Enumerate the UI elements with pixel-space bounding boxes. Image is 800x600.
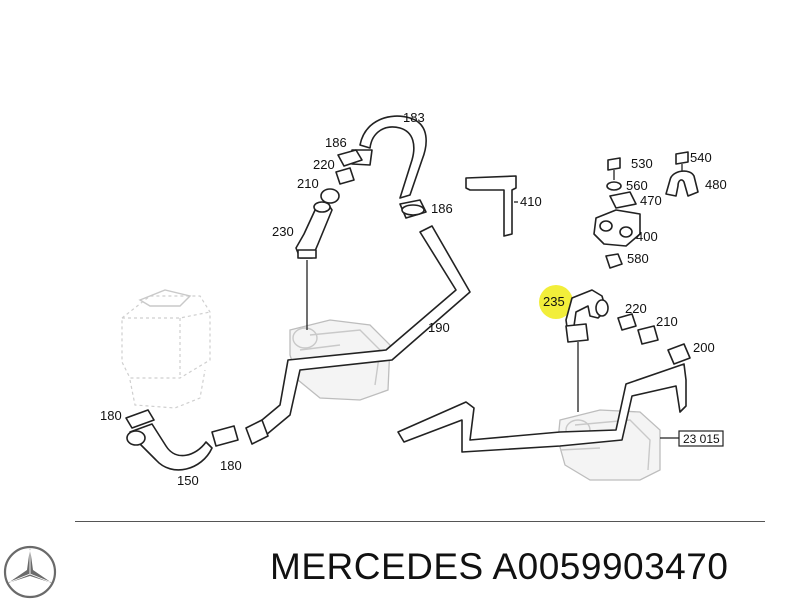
callout-530: 530 [631, 156, 653, 171]
callout-210-upper: 210 [297, 176, 319, 191]
brand-name: MERCEDES [270, 546, 484, 587]
engine-block-ghost-left [121, 289, 211, 409]
clamp-480 [665, 170, 699, 197]
clamp-186-upper [337, 149, 363, 167]
nut-210-upper [320, 188, 340, 204]
clip-470 [609, 191, 637, 209]
callout-580: 580 [627, 251, 649, 266]
elbow-230-top [313, 201, 331, 213]
callout-186-upper: 186 [325, 135, 347, 150]
bracket-410 [465, 175, 517, 237]
hose-150 [129, 423, 213, 471]
callout-540: 540 [690, 150, 712, 165]
callout-190: 190 [428, 320, 450, 335]
callout-410: 410 [520, 194, 542, 209]
callout-235: 235 [543, 294, 565, 309]
clamp-400-hole-b [619, 226, 633, 238]
bolt-540 [675, 151, 689, 172]
nut-210-lower [637, 325, 659, 345]
nut-580 [605, 253, 623, 269]
elbow-235-port [595, 299, 609, 317]
hose-190-end [245, 419, 269, 445]
elbow-235-base [565, 323, 589, 343]
turbo-housing-ghost-right [557, 409, 661, 481]
bolt-530 [607, 157, 621, 180]
clamp-400-hole-a [599, 220, 613, 232]
callout-470: 470 [640, 193, 662, 208]
callout-220-lower: 220 [625, 301, 647, 316]
elbow-230-base [297, 249, 317, 259]
three-pointed-star-icon [3, 545, 57, 599]
clamp-186-right-ring [401, 204, 425, 216]
callout-200: 200 [693, 340, 715, 355]
callout-180-right: 180 [220, 458, 242, 473]
hose-200-end [667, 343, 691, 365]
callout-230: 230 [272, 224, 294, 239]
callout-180-left: 180 [100, 408, 122, 423]
callout-186-right: 186 [431, 201, 453, 216]
callout-210-lower: 210 [656, 314, 678, 329]
callout-400: 400 [636, 229, 658, 244]
clip-220-lower [617, 313, 637, 331]
hose-200 [397, 363, 687, 453]
callout-480: 480 [705, 177, 727, 192]
callout-23015: 23 015 [683, 432, 720, 446]
callout-183: 183 [403, 110, 425, 125]
part-title: MERCEDES A0059903470 [270, 546, 728, 588]
clip-220-upper [335, 167, 355, 185]
part-number: A0059903470 [492, 546, 729, 587]
callout-highlight-235 [539, 285, 573, 319]
callout-220-upper: 220 [313, 157, 335, 172]
clamp-180-left [125, 409, 155, 429]
clamp-180-right [211, 425, 239, 447]
washer-560 [606, 181, 622, 191]
hose-183 [359, 115, 427, 199]
callout-150: 150 [177, 473, 199, 488]
hose-150-end [126, 430, 146, 446]
callout-560: 560 [626, 178, 648, 193]
footer-divider [75, 521, 765, 522]
